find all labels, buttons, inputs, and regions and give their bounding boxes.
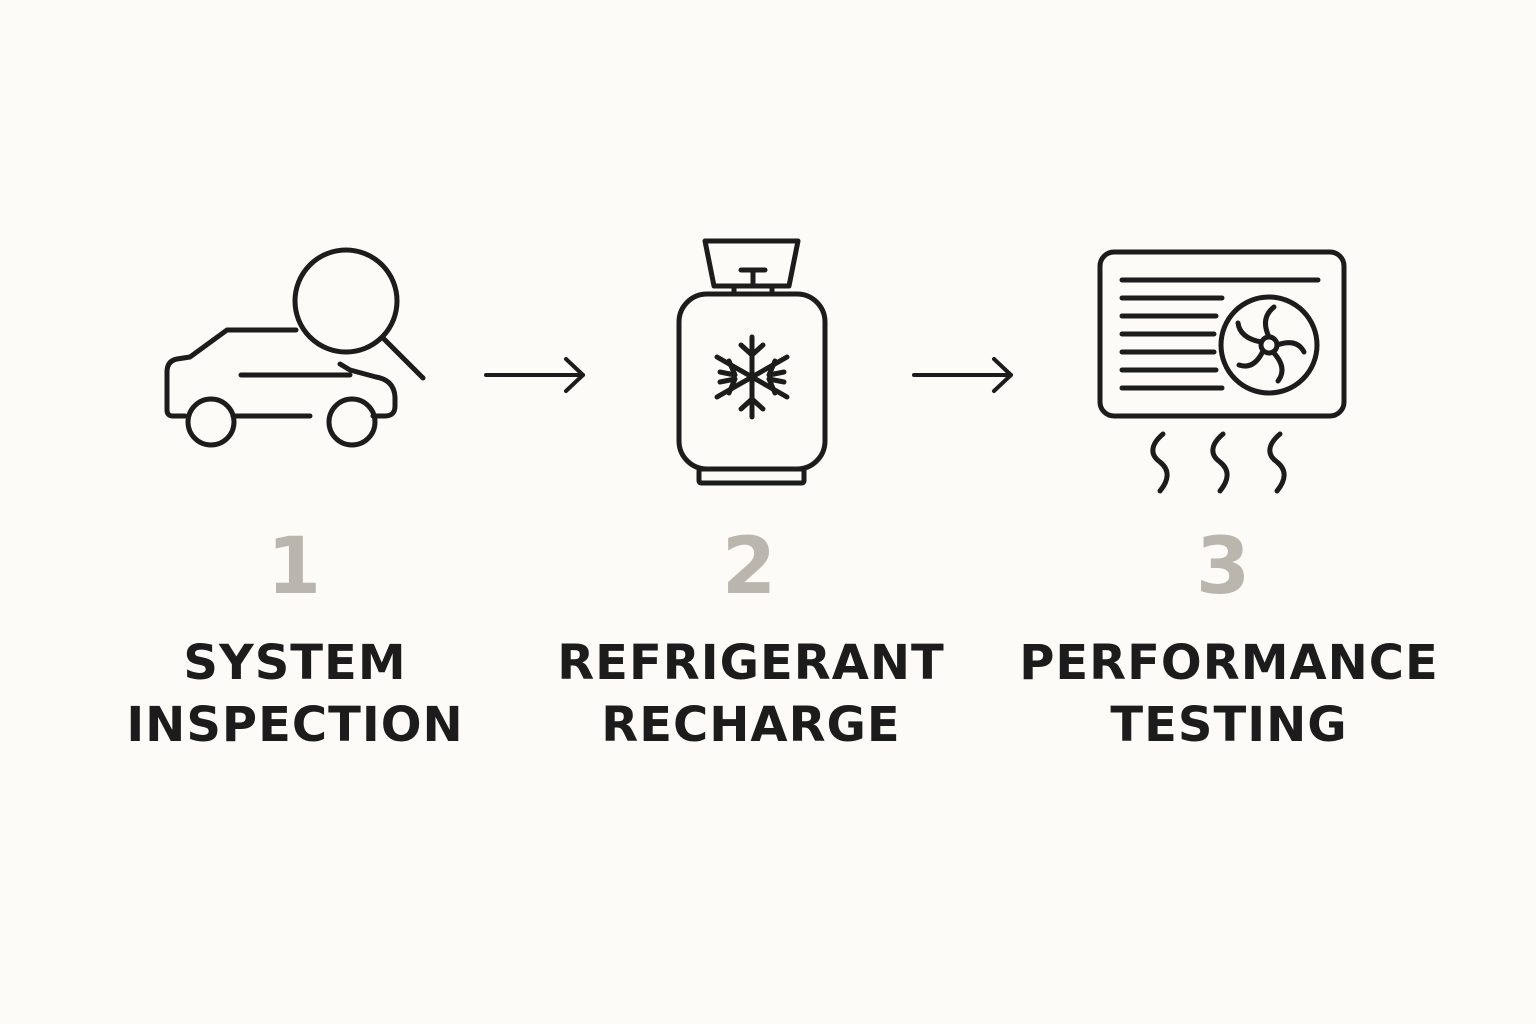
- step-number: 1: [266, 522, 322, 612]
- ac-unit-icon: [1090, 245, 1355, 500]
- step-label-line: SYSTEM: [183, 635, 407, 691]
- step-label-line: PERFORMANCE: [1019, 635, 1439, 691]
- step-label-line: REFRIGERANT: [557, 635, 945, 691]
- arrow-right-icon: [480, 355, 590, 395]
- step-number: 2: [721, 522, 777, 612]
- car-inspection-icon: [150, 240, 450, 470]
- step-label-line: RECHARGE: [601, 697, 901, 753]
- step-label-line: TESTING: [1110, 697, 1348, 753]
- step-number: 3: [1195, 522, 1251, 612]
- step-label-performance-testing: PERFORMANCE TESTING: [989, 632, 1469, 756]
- arrow-right-icon: [908, 355, 1018, 395]
- refrigerant-tank-icon: [670, 235, 840, 490]
- step-label-system-inspection: SYSTEM INSPECTION: [55, 632, 535, 756]
- step-label-refrigerant-recharge: REFRIGERANT RECHARGE: [511, 632, 991, 756]
- step-label-line: INSPECTION: [126, 697, 464, 753]
